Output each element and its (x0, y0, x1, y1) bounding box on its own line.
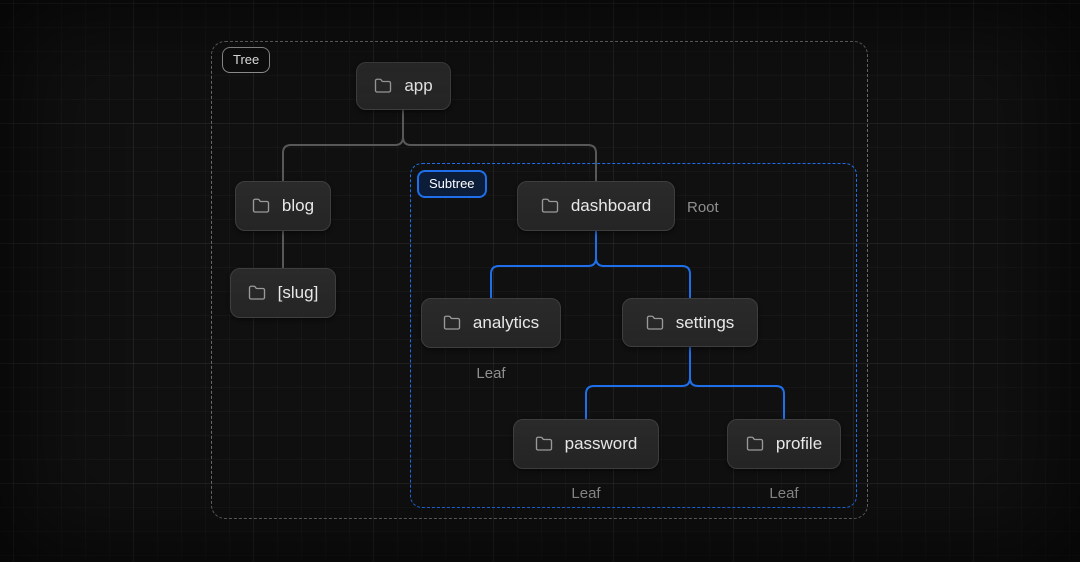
folder-icon (375, 78, 392, 93)
edge-settings-password (585, 347, 691, 419)
folder-icon (252, 198, 270, 213)
folder-icon (541, 198, 559, 213)
subtree-node-profile: profile (727, 419, 841, 469)
folder-icon (646, 315, 663, 330)
edge-app-blog (282, 110, 404, 181)
root-annotation: Root (687, 199, 719, 216)
tree-node-app: app (356, 62, 451, 110)
edge-dashboard-settings (595, 231, 691, 298)
subtree-badge: Subtree (417, 170, 487, 198)
node-label: [slug] (277, 283, 319, 302)
leaf-annotation-password: Leaf (571, 485, 601, 502)
subtree-node-dashboard: dashboard (517, 181, 675, 231)
subtree-node-settings: settings (622, 298, 758, 347)
node-label: password (564, 434, 638, 453)
tree-region-border (211, 41, 868, 519)
tree-node-blog: blog (235, 181, 331, 231)
node-label: profile (775, 434, 823, 453)
folder-icon (535, 436, 552, 451)
subtree-node-analytics: analytics (421, 298, 561, 348)
node-label: app (404, 76, 433, 95)
edge-settings-profile (689, 347, 785, 419)
edge-app-dashboard (402, 110, 597, 181)
node-label: settings (675, 312, 735, 332)
folder-icon (443, 315, 461, 330)
node-label: dashboard (570, 196, 652, 215)
folder-icon (248, 285, 265, 300)
folder-icon (746, 436, 764, 451)
leaf-annotation-profile: Leaf (769, 485, 799, 502)
node-label: blog (281, 196, 315, 215)
edge-dashboard-analytics (490, 231, 597, 298)
subtree-node-password: password (513, 419, 659, 469)
node-label: analytics (472, 313, 540, 332)
leaf-annotation-analytics: Leaf (476, 365, 506, 382)
subtree-region-border (410, 163, 857, 508)
tree-node-slug: [slug] (230, 268, 336, 318)
tree-badge: Tree (222, 47, 271, 73)
